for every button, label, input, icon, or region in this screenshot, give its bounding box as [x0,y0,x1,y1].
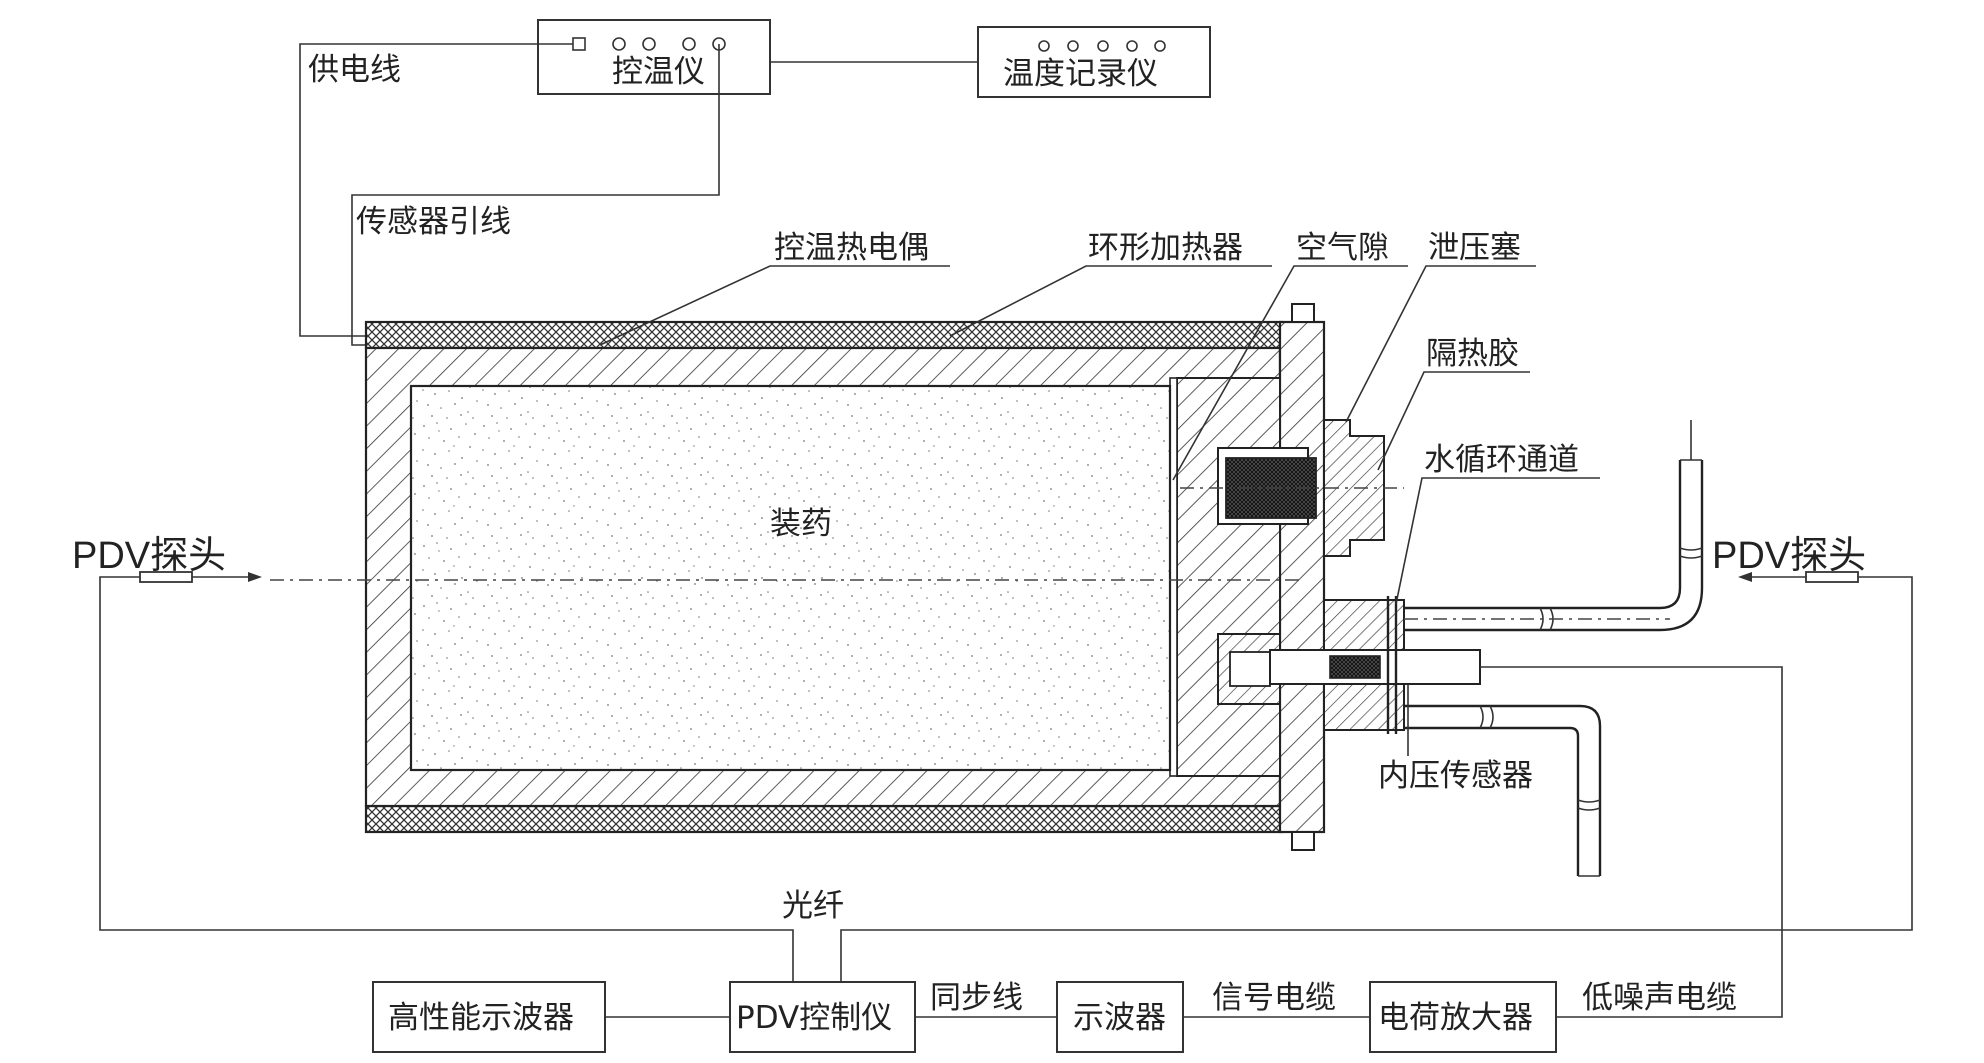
relief-plug-leader [1345,265,1536,423]
pdv-probe-right-arrow [1738,572,1752,582]
charge [409,384,1172,772]
temp-recorder-label: 温度记录仪 [1003,56,1158,92]
flange-bolt-bottom [1291,831,1315,851]
temp-recorder-terminals [1038,40,1166,52]
optical-fiber-label: 光纤 [782,888,844,924]
pdv-probe-right-label: PDV探头 [1712,535,1866,577]
temp-recorder-box [977,26,1211,98]
charge-amplifier-box [1369,981,1557,1053]
hp-oscilloscope-label: 高性能示波器 [388,1000,574,1036]
ring-heater-top [364,320,1284,350]
air-gap-leader [1172,265,1408,481]
charge-amplifier-label: 电荷放大器 [1378,1000,1533,1036]
optical-fiber-right [840,576,1913,982]
low-noise-cable-label: 低噪声电缆 [1582,980,1737,1016]
control-thermocouple-label: 控温热电偶 [774,230,929,266]
temp-controller-box [537,19,771,95]
sensor-lead-label: 传感器引线 [356,204,511,240]
internal-pressure-sensor [1329,655,1381,679]
pdv-probe-left [139,571,193,583]
temp-controller-label: 控温仪 [612,54,705,90]
air-gap-label: 空气隙 [1296,230,1389,266]
pdv-controller-label: PDV控制仪 [736,1000,892,1036]
sensor-lead [351,44,720,346]
pdv-probe-left-arrow [248,572,262,582]
power-line [299,43,573,337]
oscilloscope-label: 示波器 [1073,1000,1166,1036]
sensor-port-bore [1229,651,1271,687]
signal-cable-label: 信号电缆 [1212,980,1336,1016]
optical-fiber-left [99,576,794,982]
water-channel-lower [1404,704,1602,877]
low-noise-cable [1480,666,1783,1018]
hp-oscilloscope-box [372,981,606,1053]
ring-heater-label: 环形加热器 [1088,230,1243,266]
oscilloscope-box [1056,981,1184,1053]
end-flange [1278,320,1326,834]
water-channel-label: 水循环通道 [1424,442,1579,478]
end-plug [1176,377,1281,777]
insulating-glue-leader [1377,371,1530,471]
pdv-probe-left-label: PDV探头 [72,535,226,577]
power-line-label: 供电线 [308,52,401,88]
thermocouple-leader [599,265,950,346]
insulating-glue-label: 隔热胶 [1426,336,1519,372]
ring-heater-leader [949,265,1272,337]
pdv-probe-right [1805,571,1859,583]
pdv-controller-box [729,981,916,1053]
internal-pressure-sensor-label: 内压传感器 [1378,758,1533,794]
sync-line-label: 同步线 [930,980,1023,1016]
ring-heater-bottom [364,804,1284,834]
water-channel-leader [1395,477,1600,605]
pressure-relief-plug-label: 泄压塞 [1428,230,1521,266]
charge-label: 装药 [770,506,832,542]
flange-bolt-top [1291,303,1315,323]
